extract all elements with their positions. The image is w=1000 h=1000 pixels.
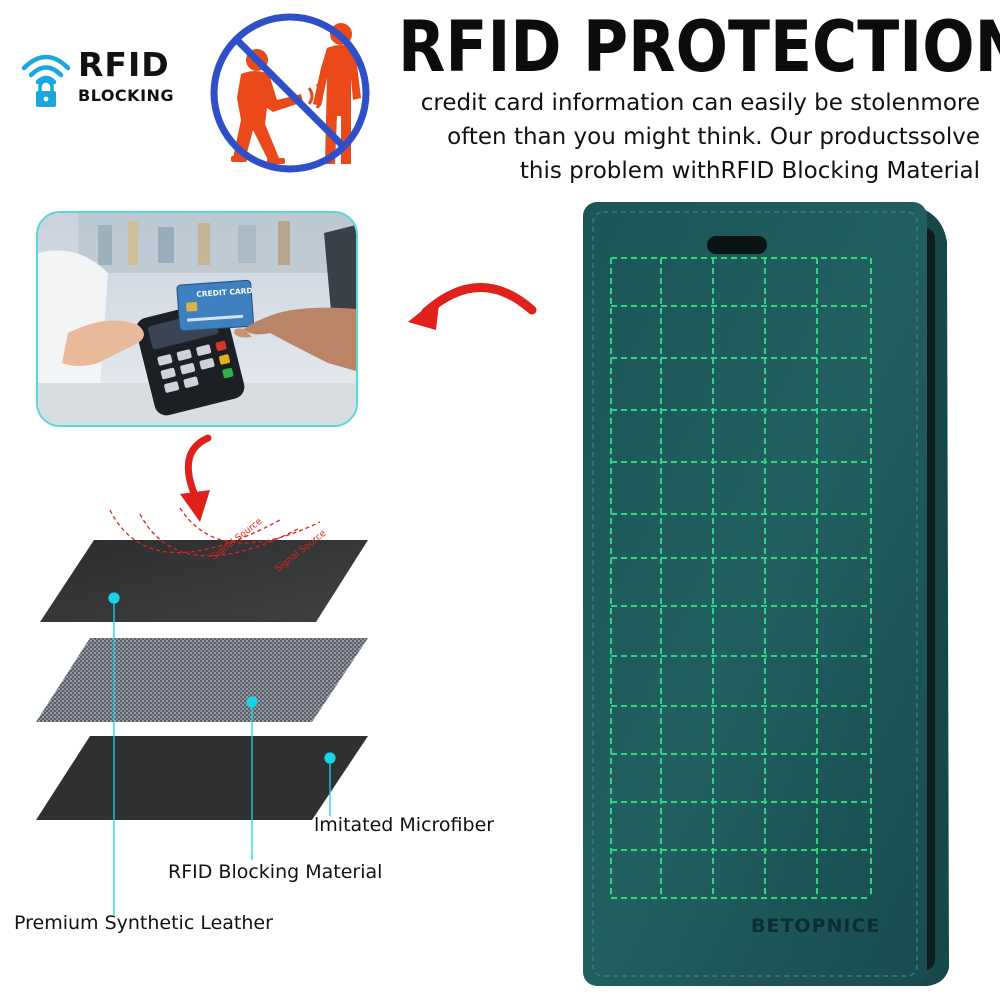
wifi-lock-icon xyxy=(21,54,71,107)
badge-title: RFID xyxy=(78,45,170,84)
no-skimming-icon xyxy=(210,13,370,173)
microfiber-layer xyxy=(36,736,368,820)
card-label: CREDIT CARD xyxy=(196,286,253,299)
microfiber-pointer xyxy=(324,752,336,764)
label-microfiber: lmitated Microfiber xyxy=(314,814,495,836)
page-title: RFID PROTECTION xyxy=(398,6,1000,88)
rfid-blocking-badge: RFID BLOCKING xyxy=(18,44,188,114)
rfid-layer xyxy=(36,638,368,722)
card-payment-illustration: CREDIT CARD xyxy=(38,213,356,425)
brand-logo: BETOPNICE xyxy=(751,915,881,937)
arrow-down-icon xyxy=(180,434,212,522)
arrow-left-icon xyxy=(408,283,537,330)
payment-photo: CREDIT CARD xyxy=(36,211,358,427)
description-line: credit card information can easily be st… xyxy=(420,90,980,116)
wallet-case-image: BETOPNICE xyxy=(575,198,975,988)
rfid-pointer xyxy=(246,696,258,708)
wallet-case-illustration xyxy=(583,202,949,986)
description: credit card information can easily be st… xyxy=(420,86,980,188)
leather-layer xyxy=(40,540,368,622)
label-synthetic-leather: Premium Synthetic Leather xyxy=(14,912,273,934)
description-line: this problem withRFID Blocking Material xyxy=(519,158,980,184)
label-rfid-material: RFID Blocking Material xyxy=(168,861,383,883)
description-line: often than you might think. Our products… xyxy=(447,124,980,150)
material-layers-diagram: Signal Source Signal Source xyxy=(36,507,368,830)
leather-pointer xyxy=(108,592,120,604)
pointer-lines xyxy=(113,830,253,915)
badge-subtitle: BLOCKING xyxy=(78,86,175,105)
